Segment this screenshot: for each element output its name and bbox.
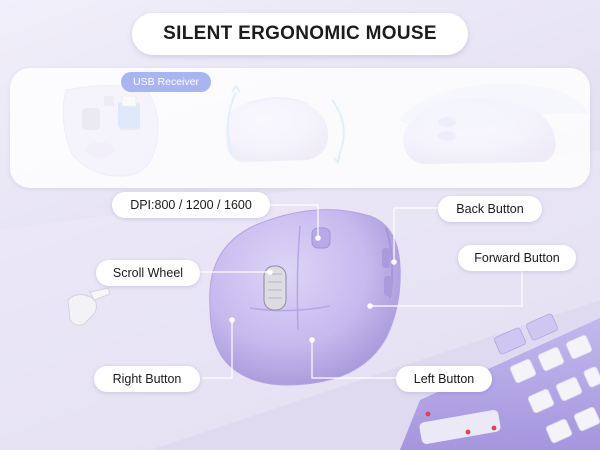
keyboard-decoration xyxy=(400,313,600,450)
scroll-wheel-label: Scroll Wheel xyxy=(96,260,200,286)
back-button-label: Back Button xyxy=(438,196,542,222)
right-button-label: Right Button xyxy=(94,366,200,392)
cable-clip-decoration xyxy=(67,287,111,326)
scroll-wheel xyxy=(263,265,287,311)
feature-views-panel xyxy=(10,68,590,188)
dpi-label: DPI:800 / 1200 / 1600 xyxy=(112,192,270,218)
dpi-button xyxy=(311,227,331,249)
forward-button-label: Forward Button xyxy=(458,245,576,271)
left-button-label: Left Button xyxy=(396,366,492,392)
usb-receiver-label: USB Receiver xyxy=(121,72,211,92)
page-title: SILENT ERGONOMIC MOUSE xyxy=(132,13,468,55)
callout-lines xyxy=(200,204,523,379)
